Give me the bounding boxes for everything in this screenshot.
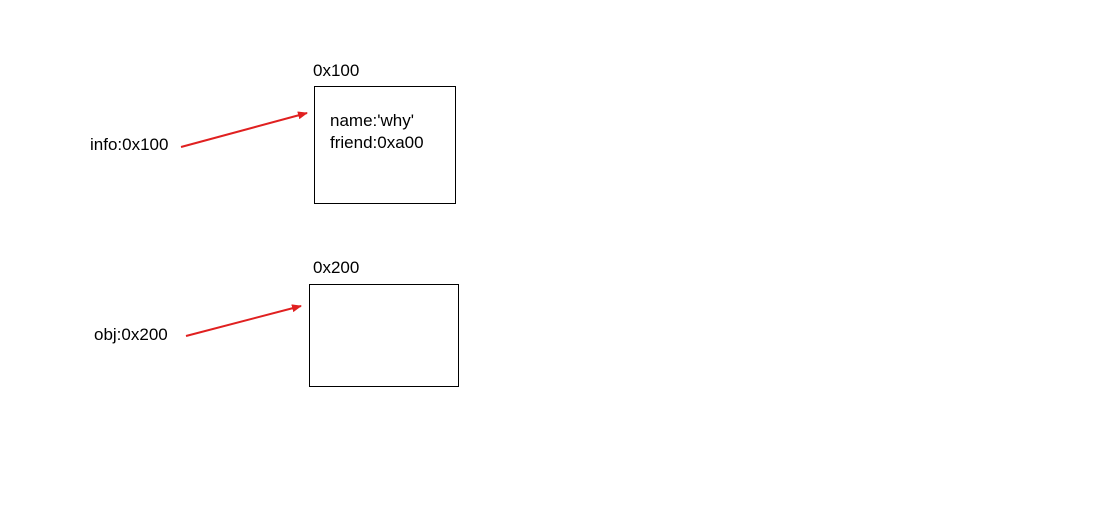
info-field-friend: friend:0xa00	[330, 133, 424, 152]
info-field-name: name:'why'	[330, 111, 414, 130]
obj-address-label: 0x200	[313, 258, 360, 277]
info-object-box: name:'why' friend:0xa00	[314, 86, 456, 204]
info-arrow	[180, 111, 308, 148]
info-pointer-label: info:0x100	[90, 135, 169, 154]
obj-arrow	[185, 304, 302, 337]
obj-pointer-label: obj:0x200	[94, 325, 168, 344]
info-address-label: 0x100	[313, 61, 360, 80]
obj-object-box	[309, 284, 459, 387]
